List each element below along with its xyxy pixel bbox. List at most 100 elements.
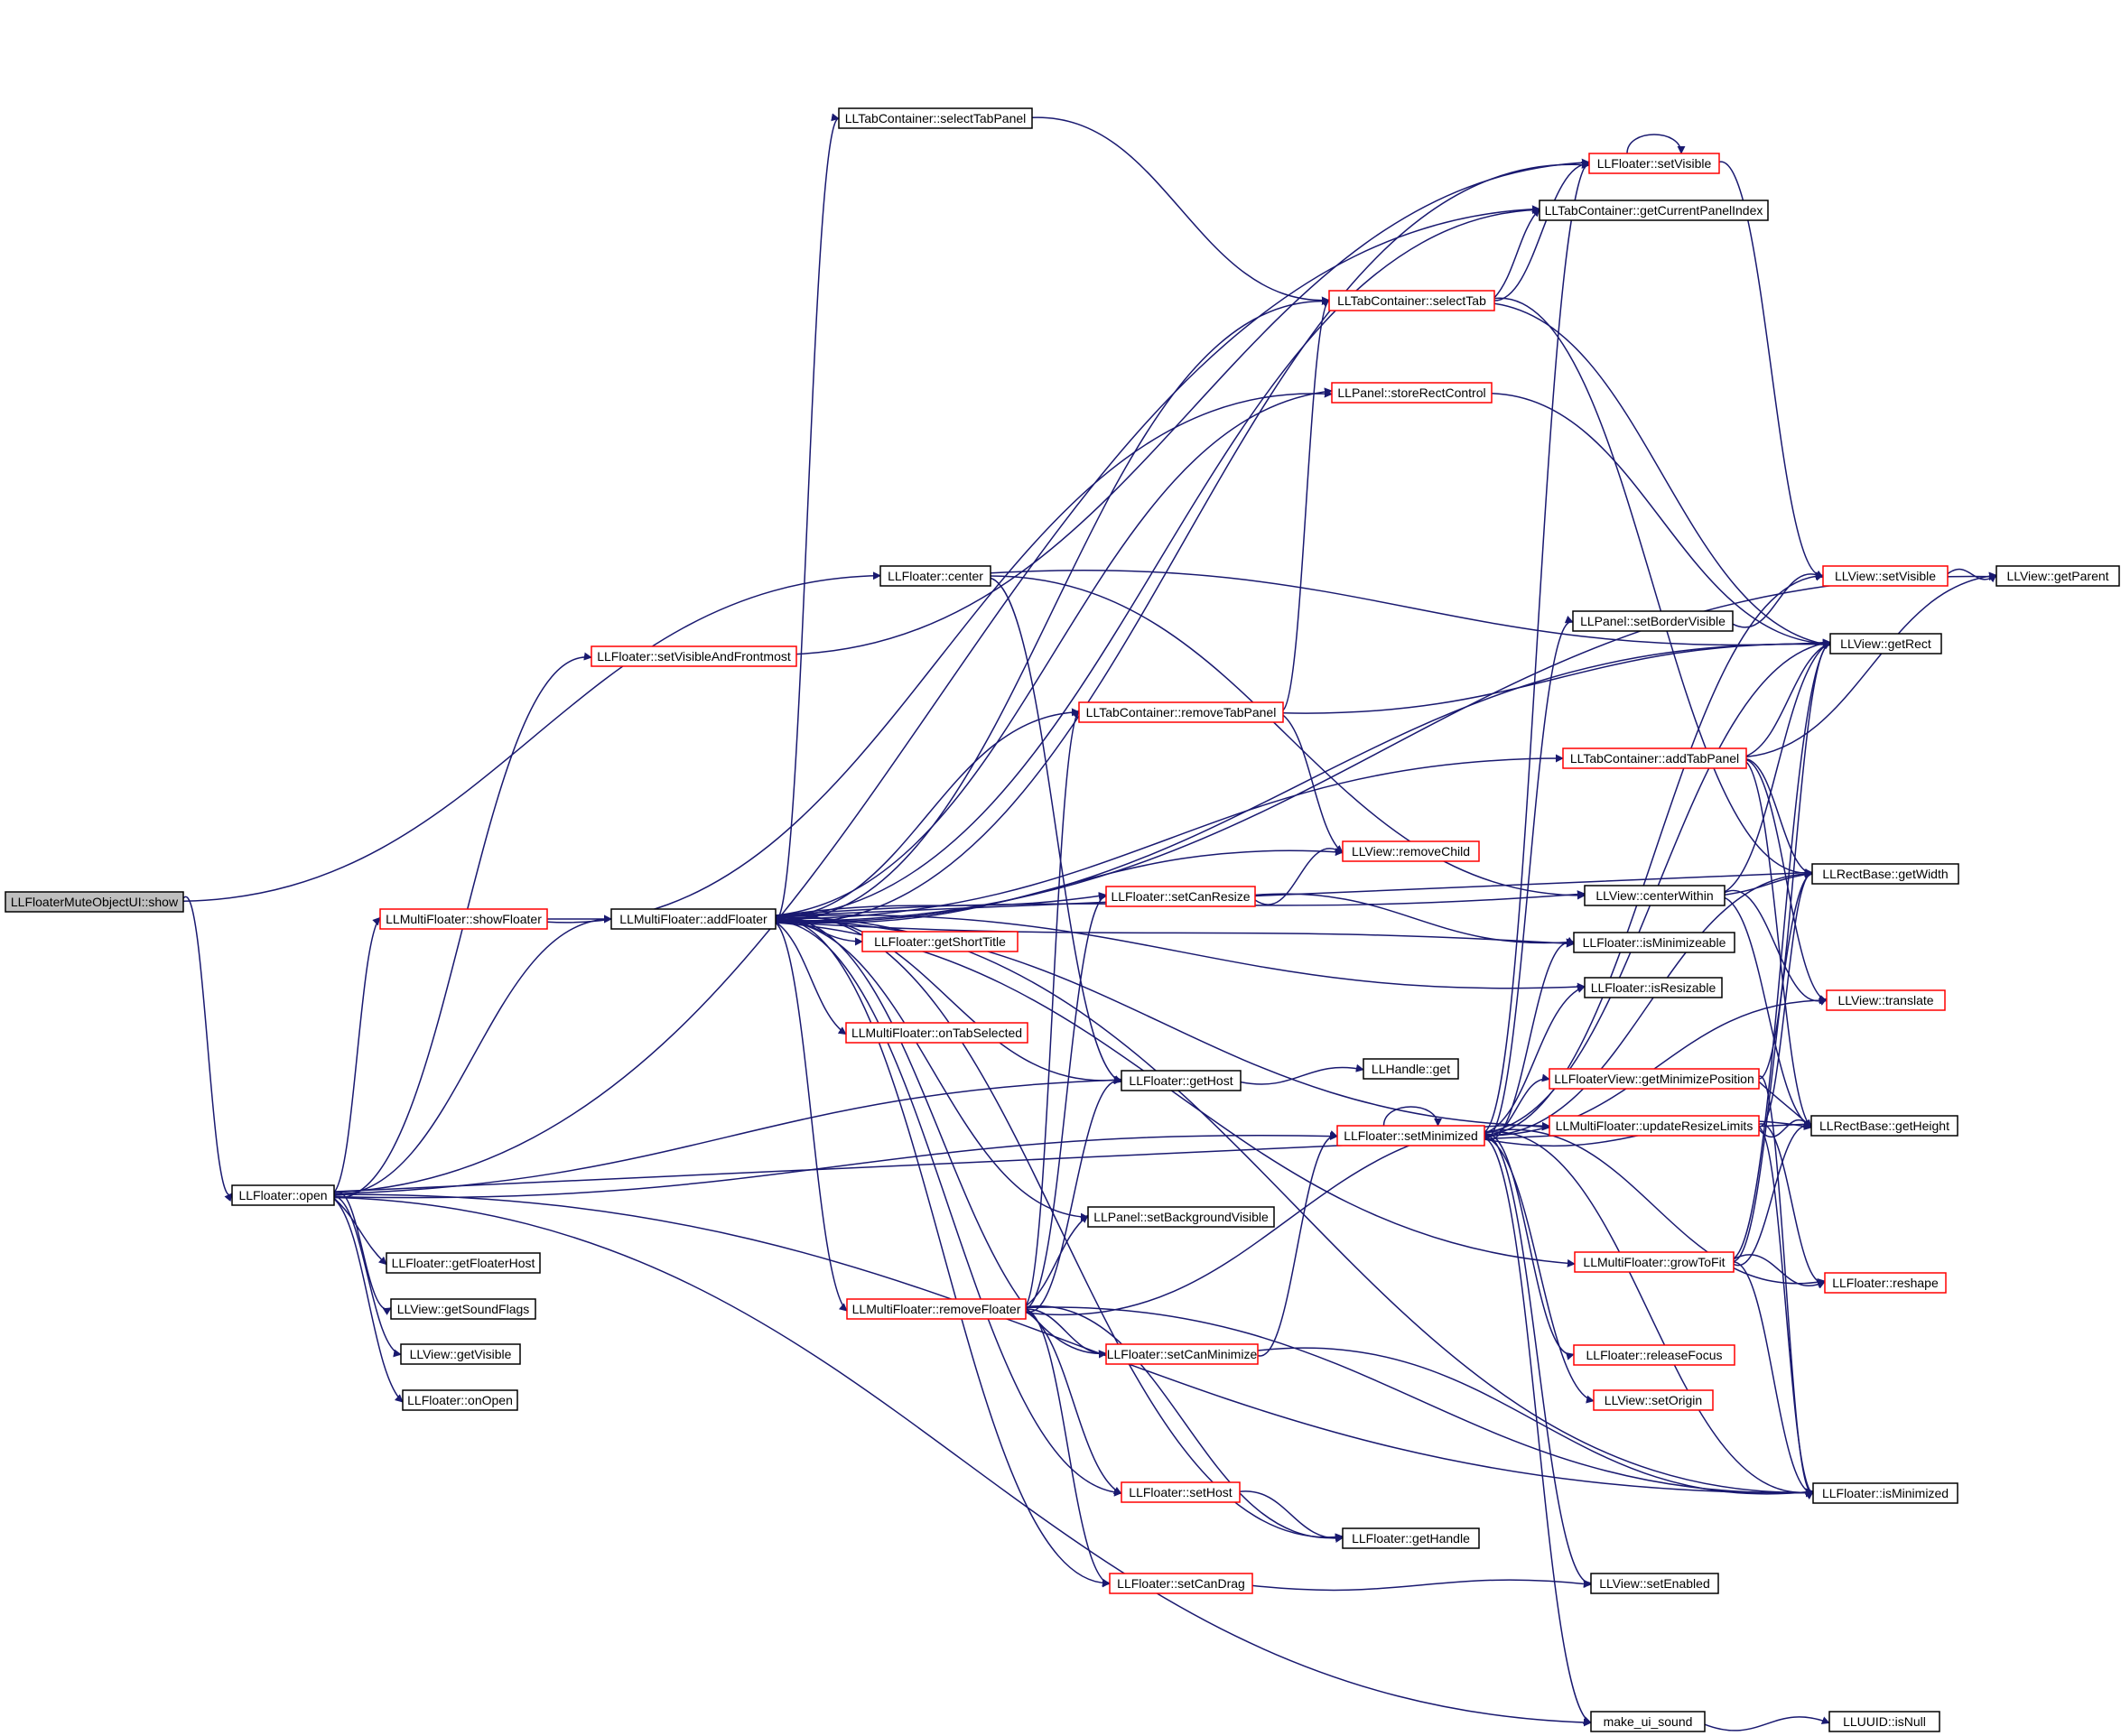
node-setEnabled[interactable]: LLView::setEnabled — [1590, 1573, 1719, 1594]
node-box-releaseFocus[interactable] — [1573, 1344, 1735, 1366]
node-translate[interactable]: LLView::translate — [1826, 989, 1946, 1011]
node-box-removeChild[interactable] — [1342, 840, 1480, 862]
node-isMinimizeable[interactable]: LLFloater::isMinimizeable — [1573, 932, 1735, 953]
node-centerWithin[interactable]: LLView::centerWithin — [1584, 885, 1726, 906]
node-setCanDrag[interactable]: LLFloater::setCanDrag — [1109, 1573, 1253, 1594]
node-box-translate[interactable] — [1826, 989, 1946, 1011]
node-getHeight[interactable]: LLRectBase::getHeight — [1810, 1115, 1958, 1137]
node-isResizable[interactable]: LLFloater::isResizable — [1584, 977, 1723, 998]
node-storeRectControl[interactable]: LLPanel::storeRectControl — [1331, 382, 1493, 404]
node-growToFit[interactable]: LLMultiFloater::growToFit — [1574, 1251, 1735, 1273]
node-getSoundFlags[interactable]: LLView::getSoundFlags — [390, 1298, 536, 1320]
node-floaterCenter[interactable]: LLFloater::center — [879, 565, 991, 587]
node-box-floaterSetVisible[interactable] — [1588, 153, 1720, 174]
node-box-floaterCenter[interactable] — [879, 565, 991, 587]
node-open[interactable]: LLFloater::open — [231, 1184, 335, 1206]
node-onOpen[interactable]: LLFloater::onOpen — [402, 1389, 518, 1411]
node-box-getCurrentPanelIndex[interactable] — [1539, 200, 1769, 221]
node-box-open[interactable] — [231, 1184, 335, 1206]
node-floaterSetVisible[interactable]: LLFloater::setVisible — [1588, 153, 1720, 174]
node-makeUiSound[interactable]: make_ui_sound — [1590, 1711, 1706, 1732]
node-box-getHandle[interactable] — [1342, 1527, 1480, 1549]
node-box-isMinimized[interactable] — [1812, 1482, 1958, 1504]
node-handleGet[interactable]: LLHandle::get — [1363, 1058, 1459, 1080]
node-isNull[interactable]: LLUUID::isNull — [1828, 1711, 1940, 1732]
node-setCanResize[interactable]: LLFloater::setCanResize — [1105, 886, 1256, 907]
node-box-setVisibleAndFrontmost[interactable] — [591, 645, 797, 667]
node-removeFloater[interactable]: LLMultiFloater::removeFloater — [846, 1298, 1027, 1320]
node-box-getHeight[interactable] — [1810, 1115, 1958, 1137]
node-box-removeTabPanel[interactable] — [1078, 701, 1284, 723]
node-box-getVisible[interactable] — [400, 1343, 521, 1365]
node-box-setBorderVisible[interactable] — [1572, 610, 1734, 632]
node-box-removeFloater[interactable] — [846, 1298, 1027, 1320]
node-box-selectTabPanel[interactable] — [838, 107, 1033, 129]
node-box-handleGet[interactable] — [1363, 1058, 1459, 1080]
node-box-growToFit[interactable] — [1574, 1251, 1735, 1273]
node-box-setHost[interactable] — [1121, 1481, 1241, 1503]
node-box-getMinimizePosition[interactable] — [1549, 1068, 1760, 1090]
node-setVisibleAndFrontmost[interactable]: LLFloater::setVisibleAndFrontmost — [591, 645, 797, 667]
node-getMinimizePosition[interactable]: LLFloaterView::getMinimizePosition — [1549, 1068, 1760, 1090]
node-root[interactable]: LLFloaterMuteObjectUI::show — [5, 891, 184, 913]
node-box-setCanMinimize[interactable] — [1105, 1343, 1259, 1365]
node-box-setCanResize[interactable] — [1105, 886, 1256, 907]
node-box-onOpen[interactable] — [402, 1389, 518, 1411]
node-selectTabPanel[interactable]: LLTabContainer::selectTabPanel — [838, 107, 1033, 129]
node-box-storeRectControl[interactable] — [1331, 382, 1493, 404]
node-box-getSoundFlags[interactable] — [390, 1298, 536, 1320]
node-onTabSelected[interactable]: LLMultiFloater::onTabSelected — [845, 1022, 1028, 1044]
node-box-setMinimized[interactable] — [1336, 1125, 1485, 1147]
node-showFloater[interactable]: LLMultiFloater::showFloater — [379, 908, 548, 930]
node-setBackgroundVisible[interactable]: LLPanel::setBackgroundVisible — [1087, 1206, 1275, 1228]
node-box-isResizable[interactable] — [1584, 977, 1723, 998]
node-getHandle[interactable]: LLFloater::getHandle — [1342, 1527, 1480, 1549]
node-removeChild[interactable]: LLView::removeChild — [1342, 840, 1480, 862]
node-box-setBackgroundVisible[interactable] — [1087, 1206, 1275, 1228]
node-setHost[interactable]: LLFloater::setHost — [1121, 1481, 1241, 1503]
node-box-isNull[interactable] — [1828, 1711, 1940, 1732]
node-setMinimized[interactable]: LLFloater::setMinimized — [1336, 1125, 1485, 1147]
node-getFloaterHost[interactable]: LLFloater::getFloaterHost — [386, 1252, 541, 1274]
node-getVisible[interactable]: LLView::getVisible — [400, 1343, 521, 1365]
node-reshape[interactable]: LLFloater::reshape — [1824, 1272, 1947, 1294]
node-box-selectTab[interactable] — [1328, 290, 1495, 311]
node-box-updateResizeLimits[interactable] — [1549, 1115, 1760, 1137]
node-getWidth[interactable]: LLRectBase::getWidth — [1811, 863, 1959, 885]
node-box-setCanDrag[interactable] — [1109, 1573, 1253, 1594]
node-getCurrentPanelIndex[interactable]: LLTabContainer::getCurrentPanelIndex — [1539, 200, 1769, 221]
node-box-viewSetVisible[interactable] — [1822, 565, 1949, 587]
node-isMinimized[interactable]: LLFloater::isMinimized — [1812, 1482, 1958, 1504]
node-box-getFloaterHost[interactable] — [386, 1252, 541, 1274]
node-removeTabPanel[interactable]: LLTabContainer::removeTabPanel — [1078, 701, 1284, 723]
node-box-getParent[interactable] — [1995, 565, 2120, 587]
node-box-onTabSelected[interactable] — [845, 1022, 1028, 1044]
node-box-root[interactable] — [5, 891, 184, 913]
node-getShortTitle[interactable]: LLFloater::getShortTitle — [861, 931, 1019, 952]
node-box-isMinimizeable[interactable] — [1573, 932, 1735, 953]
node-box-setEnabled[interactable] — [1590, 1573, 1719, 1594]
node-addTabPanel[interactable]: LLTabContainer::addTabPanel — [1562, 747, 1747, 769]
node-box-reshape[interactable] — [1824, 1272, 1947, 1294]
node-box-getRect[interactable] — [1829, 633, 1942, 654]
node-updateResizeLimits[interactable]: LLMultiFloater::updateResizeLimits — [1549, 1115, 1760, 1137]
node-box-addFloater[interactable] — [610, 908, 777, 930]
node-setBorderVisible[interactable]: LLPanel::setBorderVisible — [1572, 610, 1734, 632]
node-box-centerWithin[interactable] — [1584, 885, 1726, 906]
node-setCanMinimize[interactable]: LLFloater::setCanMinimize — [1105, 1343, 1259, 1365]
node-box-addTabPanel[interactable] — [1562, 747, 1747, 769]
node-getParent[interactable]: LLView::getParent — [1995, 565, 2120, 587]
node-box-showFloater[interactable] — [379, 908, 548, 930]
node-selectTab[interactable]: LLTabContainer::selectTab — [1328, 290, 1495, 311]
node-getRect[interactable]: LLView::getRect — [1829, 633, 1942, 654]
node-box-getWidth[interactable] — [1811, 863, 1959, 885]
node-releaseFocus[interactable]: LLFloater::releaseFocus — [1573, 1344, 1735, 1366]
node-box-getShortTitle[interactable] — [861, 931, 1019, 952]
node-setOrigin[interactable]: LLView::setOrigin — [1593, 1389, 1714, 1411]
node-addFloater[interactable]: LLMultiFloater::addFloater — [610, 908, 777, 930]
node-box-setOrigin[interactable] — [1593, 1389, 1714, 1411]
node-viewSetVisible[interactable]: LLView::setVisible — [1822, 565, 1949, 587]
node-box-getHost[interactable] — [1121, 1070, 1242, 1091]
node-box-makeUiSound[interactable] — [1590, 1711, 1706, 1732]
node-getHost[interactable]: LLFloater::getHost — [1121, 1070, 1242, 1091]
